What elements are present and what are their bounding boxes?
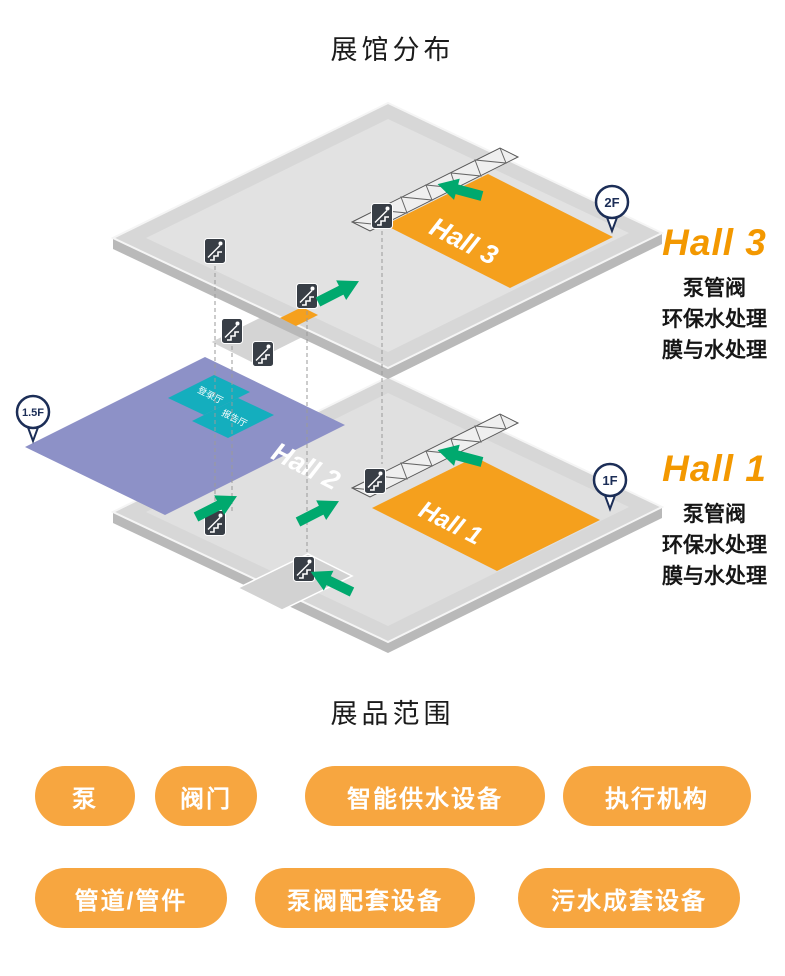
escalator-icon — [221, 318, 243, 344]
exhibit-tag-smart-water-supply: 智能供水设备 — [305, 766, 545, 826]
exhibit-tag-pump: 泵 — [35, 766, 135, 826]
floor-1f-entrance-platform — [236, 553, 354, 611]
floor-2f — [110, 101, 665, 379]
legend-hall1: Hall 1 泵管阀 环保水处理 膜与水处理 — [632, 448, 785, 592]
legend-hall3: Hall 3 泵管阀 环保水处理 膜与水处理 — [632, 222, 785, 366]
floor-pin-2f-label: 2F — [604, 195, 619, 210]
legend-hall1-line: 泵管阀 — [683, 502, 746, 526]
service-block — [280, 307, 318, 326]
section-title-exhibit-scope: 展品范围 — [330, 699, 455, 729]
escalator-icon — [204, 238, 226, 264]
floor-pin-2f: 2F — [594, 184, 630, 234]
escalator-icon — [296, 283, 318, 309]
floor-1-5f-platform: 登录厅 报告厅 — [25, 357, 345, 515]
escalator-icon — [252, 341, 274, 367]
legend-hall1-line: 膜与水处理 — [662, 564, 767, 588]
floor-2f-inner — [146, 119, 629, 352]
escalator-icon — [364, 468, 386, 494]
floor-pin-1-5f-label: 1.5F — [22, 407, 44, 419]
legend-hall3-line: 泵管阀 — [683, 276, 746, 300]
floor-pin-1f: 1F — [592, 462, 628, 512]
legend-hall1-title: Hall 1 — [662, 448, 767, 489]
exhibit-tag-pipes-fittings: 管道/管件 — [35, 868, 227, 928]
exhibit-tag-actuator: 执行机构 — [563, 766, 751, 826]
exhibit-tag-pump-valve-accessories: 泵阀配套设备 — [255, 868, 475, 928]
legend-hall1-line: 环保水处理 — [662, 533, 767, 557]
legend-hall3-title: Hall 3 — [662, 222, 767, 263]
room-block-1 — [168, 375, 250, 415]
floor-pin-1-5f: 1.5F — [15, 394, 51, 444]
hall3-area: Hall 3 — [385, 174, 613, 288]
room-block-2 — [192, 398, 274, 438]
floor-pin-1f-label: 1F — [602, 473, 617, 488]
escalator-icon — [293, 556, 315, 582]
exhibit-tag-valve: 阀门 — [155, 766, 257, 826]
legend-hall3-line: 环保水处理 — [662, 307, 767, 331]
exhibit-tag-sewage-equipment: 污水成套设备 — [518, 868, 740, 928]
floorplan-diagram: 登录厅 报告厅 Hall 3 Hall 2 Hall 1 — [15, 101, 665, 653]
escalator-icon — [371, 203, 393, 229]
section-title-hall-distribution: 展馆分布 — [330, 35, 455, 65]
floor-connector-lines — [214, 231, 383, 552]
platform-deck — [25, 357, 345, 515]
legend-hall3-line: 膜与水处理 — [662, 338, 767, 362]
